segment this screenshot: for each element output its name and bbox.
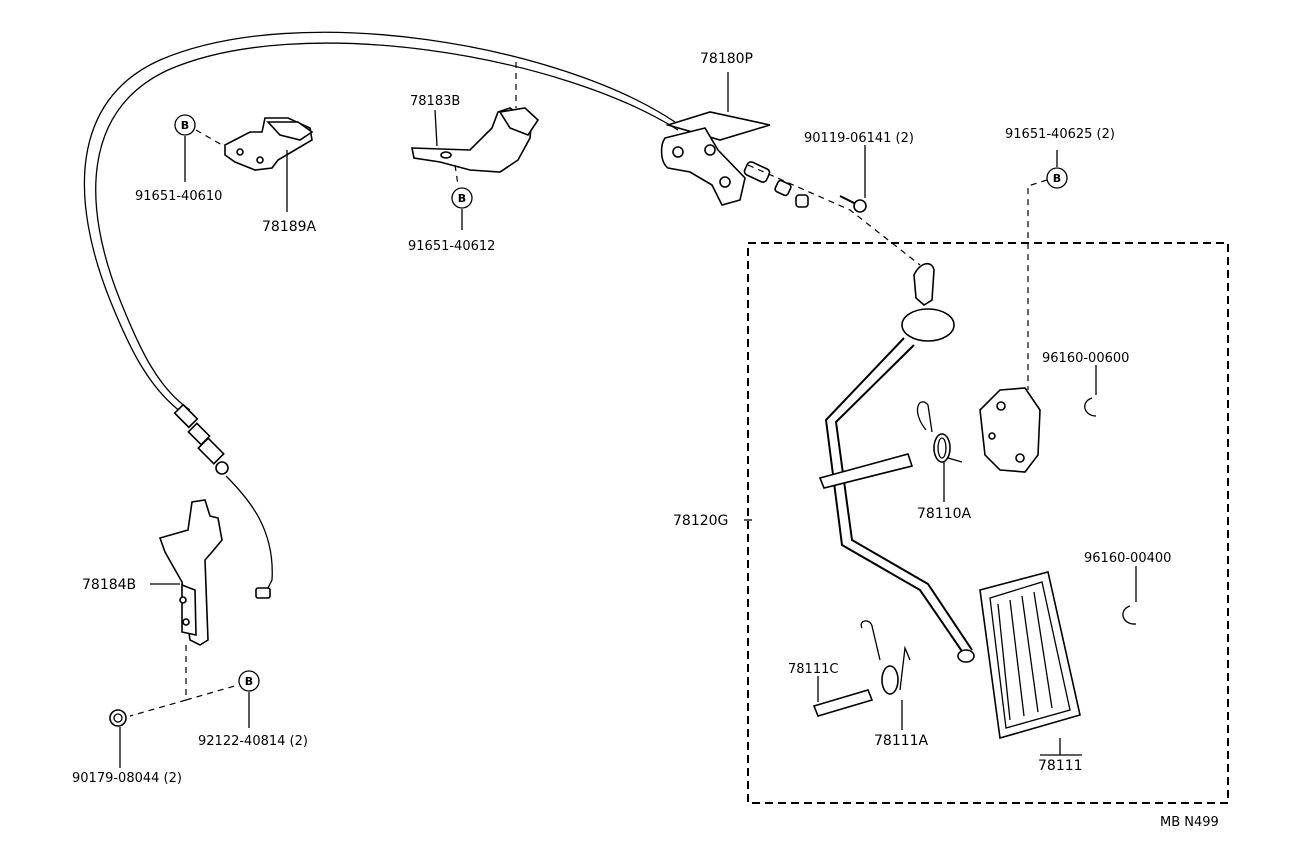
accelerator-cable [83,31,679,599]
label-78111: 78111 [1038,758,1083,774]
label-78180p: 78180P [700,51,753,67]
svg-text:B: B [181,119,189,132]
bracket-78180p [660,72,809,208]
label-91651-40612: 91651-40612 [408,239,495,254]
label-78183b: 78183B [410,94,460,109]
label-78111a: 78111A [874,733,929,749]
pin-78111c [812,676,874,717]
label-92122: 92122-40814 (2) [198,734,308,749]
b-marker-4: B [238,670,260,728]
spring-78110a [916,401,963,502]
bolt-90119 [839,145,867,213]
label-78189a: 78189A [262,219,317,235]
lever-78184b [129,499,239,717]
pedal-pad-78111 [979,571,1082,756]
label-90119: 90119-06141 (2) [804,131,914,146]
label-91651-40625: 91651-40625 (2) [1005,127,1115,142]
nut-90179 [109,709,127,768]
label-91651-40610: 91651-40610 [135,189,222,204]
mounting-plate [979,387,1041,473]
svg-text:B: B [245,675,253,688]
label-78120g: 78120G [673,513,728,529]
label-96160-00600: 96160-00600 [1042,351,1129,366]
b-marker-2: B [451,187,473,230]
label-78184b: 78184B [82,577,136,593]
diagram-code: MB N499 [1160,815,1219,830]
label-78111c: 78111C [788,662,838,677]
clip-96160-00400 [1122,566,1137,625]
pedal-assembly-box [747,242,1229,804]
svg-text:B: B [1053,172,1061,185]
bracket-78189a [195,117,314,212]
label-96160-00400: 96160-00400 [1084,551,1171,566]
b-marker-3: B [1027,150,1068,390]
label-90179: 90179-08044 (2) [72,771,182,786]
spring-78111a [860,620,911,730]
clip-96160-00600 [1084,365,1097,417]
pedal-arm-78120g [818,262,975,663]
label-78110a: 78110A [917,506,972,522]
bracket-78183b [411,107,540,186]
b-marker-1: B [174,114,196,182]
svg-text:B: B [458,192,466,205]
